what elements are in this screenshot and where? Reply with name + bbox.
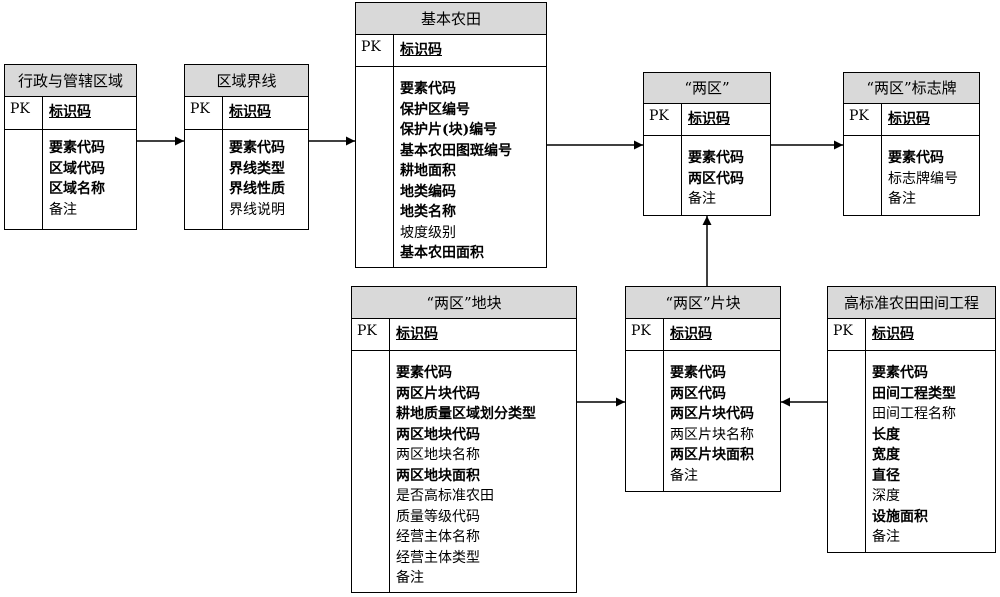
attribute: 要素代码: [396, 365, 452, 381]
attribute: 耕地面积: [400, 163, 456, 179]
primary-key: 标识码: [400, 42, 442, 58]
entity-two-zones-block: “两区”片块 PK 标识码 要素代码 两区代码 两区片块代码 两区片块名称 两区…: [625, 286, 781, 492]
attribute: 宽度: [872, 447, 900, 463]
attribute: 备注: [49, 201, 77, 218]
attribute: 两区代码: [688, 170, 744, 187]
entity-two-zones-sign: “两区”标志牌 PK 标识码 要素代码 标志牌编号 备注: [843, 72, 980, 216]
attribute-list: 要素代码 两区代码 两区片块代码 两区片块名称 两区片块面积 备注: [664, 351, 780, 491]
pk-label: PK: [352, 319, 390, 350]
attribute: 备注: [872, 529, 900, 545]
attribute: 基本农田面积: [400, 245, 484, 261]
attribute: 要素代码: [400, 81, 456, 97]
primary-key: 标识码: [888, 111, 930, 127]
entity-region-boundary: 区域界线 PK 标识码 要素代码 界线类型 界线性质 界线说明: [184, 64, 309, 230]
attribute: 要素代码: [49, 140, 105, 156]
attribute: 两区地块名称: [396, 447, 480, 463]
entity-title: “两区”标志牌: [844, 73, 979, 104]
attribute: 质量等级代码: [396, 508, 480, 525]
attribute-list: 要素代码 两区片块代码 耕地质量区域划分类型 两区地块代码 两区地块名称 两区地…: [390, 351, 576, 592]
attribute: 基本农田图斑编号: [400, 142, 512, 159]
primary-key: 标识码: [396, 326, 438, 342]
attribute: 地类编码: [400, 183, 456, 200]
attribute: 设施面积: [872, 508, 928, 525]
entity-two-zones: “两区” PK 标识码 要素代码 两区代码 备注: [643, 72, 771, 216]
attribute: 两区地块面积: [396, 467, 480, 484]
attribute: 是否高标准农田: [396, 488, 494, 504]
attribute: 两区代码: [670, 385, 726, 402]
pk-label: PK: [828, 319, 866, 350]
attribute: 要素代码: [229, 140, 285, 156]
pk-label: PK: [185, 97, 223, 129]
attribute: 备注: [670, 467, 698, 484]
pk-label: PK: [356, 35, 394, 66]
attribute: 田间工程名称: [872, 406, 956, 422]
entity-title: “两区”片块: [626, 287, 780, 319]
pk-label: PK: [5, 97, 43, 129]
attribute: 经营主体名称: [396, 529, 480, 545]
attribute: 经营主体类型: [396, 549, 480, 566]
entity-title: 高标准农田田间工程: [828, 287, 995, 319]
attribute-list: 要素代码 界线类型 界线性质 界线说明: [223, 130, 308, 229]
attribute: 长度: [872, 426, 900, 443]
primary-key: 标识码: [670, 326, 712, 342]
attribute: 要素代码: [872, 365, 928, 381]
pk-label: PK: [844, 104, 882, 135]
attribute: 两区片块面积: [670, 447, 754, 463]
attribute: 要素代码: [670, 365, 726, 381]
primary-key: 标识码: [688, 111, 730, 127]
attribute: 两区地块代码: [396, 426, 480, 443]
attribute: 标志牌编号: [888, 170, 958, 187]
attribute: 两区片块名称: [670, 426, 754, 443]
attribute: 要素代码: [888, 150, 944, 166]
attribute: 深度: [872, 488, 900, 504]
attribute-list: 要素代码 区域代码 区域名称 备注: [43, 130, 136, 229]
attribute-list: 要素代码 两区代码 备注: [682, 136, 770, 215]
attribute: 界线说明: [229, 201, 285, 218]
entity-title: “两区”: [644, 73, 770, 104]
attribute: 两区片块代码: [396, 385, 480, 402]
attribute: 地类名称: [400, 204, 456, 220]
entity-admin-region: 行政与管辖区域 PK 标识码 要素代码 区域代码 区域名称 备注: [4, 64, 137, 230]
attribute: 区域代码: [49, 160, 105, 177]
attribute: 界线类型: [229, 160, 285, 177]
entity-two-zones-plot: “两区”地块 PK 标识码 要素代码 两区片块代码 耕地质量区域划分类型 两区地…: [351, 286, 577, 593]
entity-title: 区域界线: [185, 65, 308, 97]
attribute: 两区片块代码: [670, 406, 754, 422]
entity-title: 行政与管辖区域: [5, 65, 136, 97]
attribute: 备注: [888, 191, 916, 207]
attribute-list: 要素代码 保护区编号 保护片(块)编号 基本农田图斑编号 耕地面积 地类编码 地…: [394, 67, 546, 267]
attribute: 区域名称: [49, 181, 105, 197]
entity-hs-field-works: 高标准农田田间工程 PK 标识码 要素代码 田间工程类型 田间工程名称 长度 宽…: [827, 286, 996, 553]
attribute: 要素代码: [688, 150, 744, 166]
primary-key: 标识码: [229, 104, 271, 120]
attribute: 坡度级别: [400, 224, 456, 241]
attribute: 备注: [688, 191, 716, 207]
attribute-list: 要素代码 标志牌编号 备注: [882, 136, 979, 215]
entity-basic-farmland: 基本农田 PK 标识码 要素代码 保护区编号 保护片(块)编号 基本农田图斑编号…: [355, 2, 547, 268]
attribute: 界线性质: [229, 181, 285, 197]
attribute: 保护区编号: [400, 101, 470, 118]
entity-title: “两区”地块: [352, 287, 576, 319]
pk-label: PK: [626, 319, 664, 350]
entity-title: 基本农田: [356, 3, 546, 35]
primary-key: 标识码: [49, 104, 91, 120]
attribute: 备注: [396, 570, 424, 586]
attribute: 保护片(块)编号: [400, 122, 498, 138]
attribute: 直径: [872, 467, 900, 484]
pk-label: PK: [644, 104, 682, 135]
attribute-list: 要素代码 田间工程类型 田间工程名称 长度 宽度 直径 深度 设施面积 备注: [866, 351, 995, 552]
attribute: 耕地质量区域划分类型: [396, 406, 536, 422]
primary-key: 标识码: [872, 326, 914, 342]
attribute: 田间工程类型: [872, 385, 956, 402]
